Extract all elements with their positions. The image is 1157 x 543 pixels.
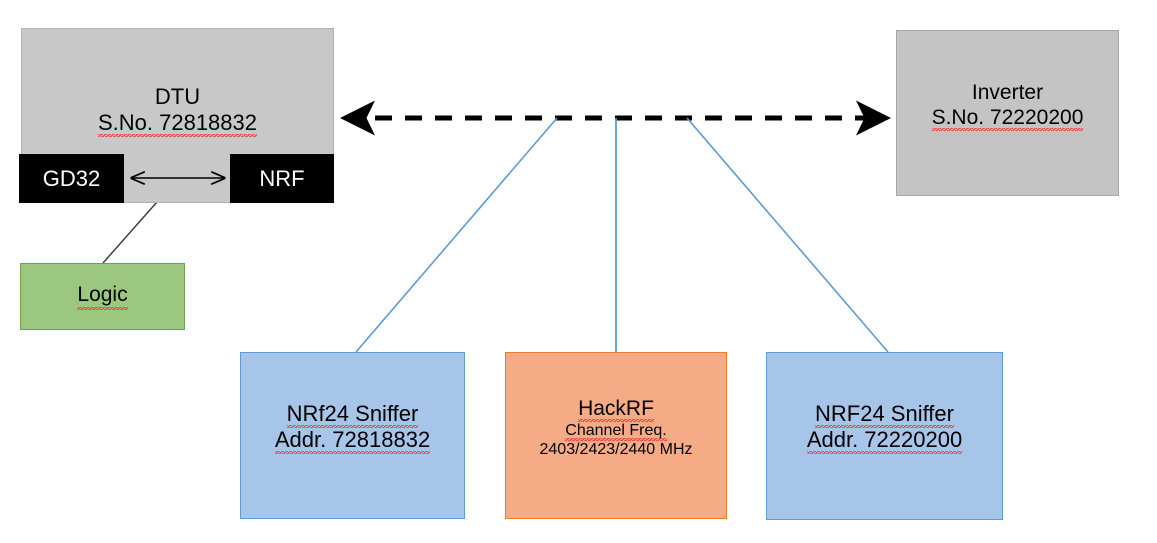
- hackrf-channel-label: Channel Freq.: [565, 421, 667, 441]
- sniffer-right-node[interactable]: NRF24 Sniffer Addr. 72220200: [766, 352, 1003, 520]
- logic-label: Logic: [77, 283, 128, 310]
- sniffer-right-tap: [686, 117, 889, 353]
- dtu-node[interactable]: DTU S.No. 72818832: [21, 28, 334, 203]
- sniffer-left-node[interactable]: NRf24 Sniffer Addr. 72818832: [240, 352, 465, 519]
- inverter-node[interactable]: Inverter S.No. 72220200: [896, 30, 1119, 196]
- dtu-title: DTU: [154, 84, 201, 109]
- gd32-label: GD32: [42, 165, 101, 191]
- sniffer-left-addr: Addr. 72818832: [274, 426, 431, 454]
- hackrf-channel-values: 2403/2423/2440 MHz: [539, 440, 693, 458]
- inverter-serial: S.No. 72220200: [931, 105, 1084, 131]
- logic-node[interactable]: Logic: [20, 263, 185, 330]
- sniffer-right-title: NRF24 Sniffer: [815, 401, 954, 428]
- inverter-title: Inverter: [971, 81, 1044, 104]
- hackrf-node[interactable]: HackRF Channel Freq. 2403/2423/2440 MHz: [505, 352, 727, 519]
- sniffer-right-addr: Addr. 72220200: [806, 426, 963, 454]
- dtu-serial: S.No. 72818832: [97, 109, 258, 137]
- nrf-chip[interactable]: NRF: [230, 154, 334, 203]
- gd32-chip[interactable]: GD32: [19, 154, 124, 203]
- hackrf-title: HackRF: [578, 397, 654, 422]
- nrf-label: NRF: [259, 165, 305, 191]
- sniffer-left-tap: [355, 117, 558, 353]
- sniffer-left-title: NRf24 Sniffer: [286, 401, 419, 428]
